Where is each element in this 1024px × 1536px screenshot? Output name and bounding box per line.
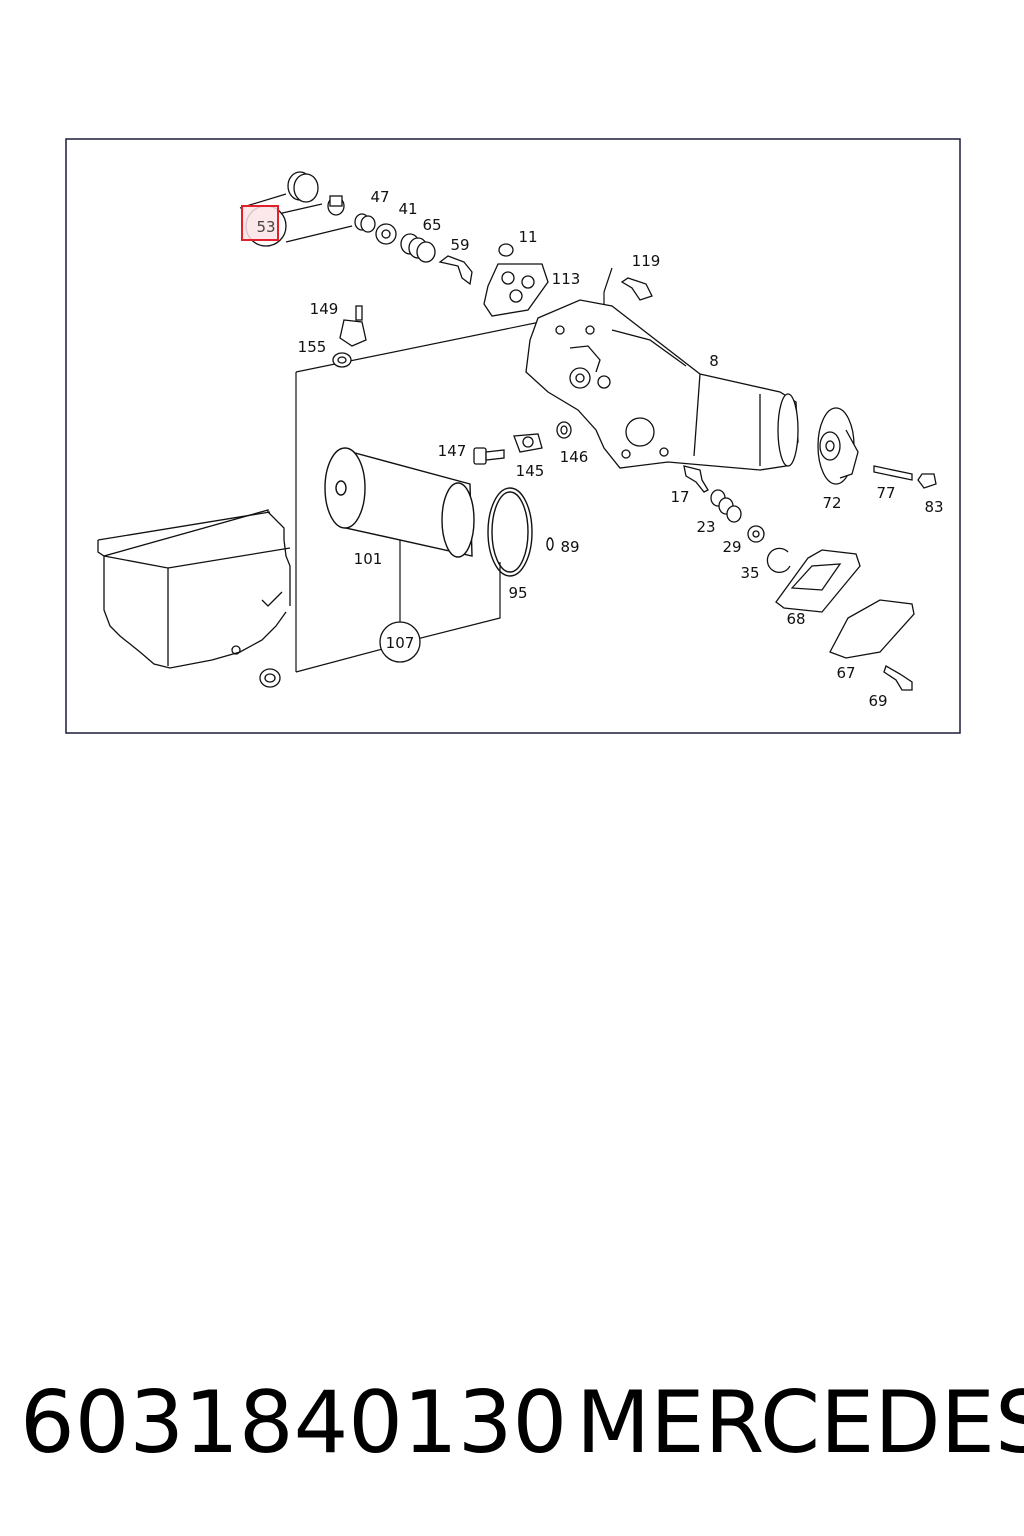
gaskets <box>775 549 915 691</box>
parts-145-147 <box>473 421 572 465</box>
label-8: 8 <box>709 352 719 370</box>
label-23: 23 <box>696 518 715 536</box>
brand-name: MERCEDES <box>576 1373 1024 1473</box>
label-59: 59 <box>450 236 469 254</box>
top-small-parts <box>287 171 653 317</box>
label-67: 67 <box>836 664 855 682</box>
label-17: 17 <box>670 488 689 506</box>
caption: 6031840130 MERCEDES <box>0 1368 1024 1478</box>
label-72: 72 <box>822 494 841 512</box>
label-145: 145 <box>516 462 545 480</box>
label-89: 89 <box>560 538 579 556</box>
label-149: 149 <box>310 300 339 318</box>
callout-circle-107 <box>379 621 421 663</box>
label-113: 113 <box>552 270 581 288</box>
label-35: 35 <box>740 564 759 582</box>
label-65: 65 <box>422 216 441 234</box>
callout-53: 53 <box>256 218 275 236</box>
o-ring <box>487 487 554 577</box>
oil-pan <box>97 509 291 669</box>
highlight-box[interactable] <box>241 205 279 241</box>
filter-element <box>324 447 475 558</box>
parts-diagram: 107 53 47 41 65 59 11 113 119 149 155 8 … <box>65 138 961 734</box>
diagram-frame <box>65 138 961 734</box>
label-47: 47 <box>370 188 389 206</box>
label-77: 77 <box>876 484 895 502</box>
label-95: 95 <box>508 584 527 602</box>
callout-107: 107 <box>386 634 415 652</box>
part-number: 6031840130 <box>20 1373 568 1473</box>
filter-housing <box>525 299 799 471</box>
label-119: 119 <box>632 252 661 270</box>
leader-lines <box>239 193 613 673</box>
label-69: 69 <box>868 692 887 710</box>
valve-parts <box>683 465 791 573</box>
label-68: 68 <box>786 610 805 628</box>
part-labels: 47 41 65 59 11 113 119 149 155 8 147 145… <box>298 188 944 710</box>
pressure-switch <box>332 305 367 368</box>
label-83: 83 <box>924 498 943 516</box>
label-29: 29 <box>722 538 741 556</box>
cover-parts <box>817 407 937 489</box>
label-146: 146 <box>560 448 589 466</box>
label-11: 11 <box>518 228 537 246</box>
label-41: 41 <box>398 200 417 218</box>
label-101: 101 <box>354 550 383 568</box>
drain-seal <box>259 668 281 688</box>
label-155: 155 <box>298 338 327 356</box>
label-147: 147 <box>438 442 467 460</box>
